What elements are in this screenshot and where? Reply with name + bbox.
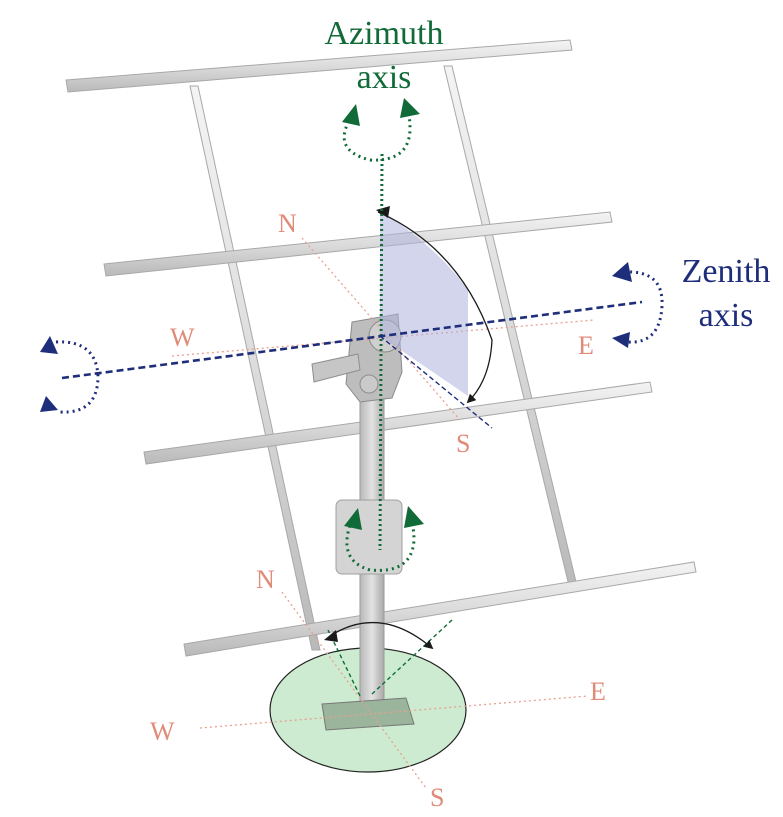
motor-box bbox=[335, 499, 403, 575]
left-strut bbox=[189, 85, 321, 651]
zenith-angle-wedge bbox=[376, 206, 493, 429]
ground-compass-lines bbox=[199, 591, 589, 789]
azimuth-rotation-bottom-icon bbox=[344, 506, 424, 572]
upper-south-label: S bbox=[456, 429, 470, 458]
upper-west-label: W bbox=[170, 323, 195, 352]
ground-azimuth-arc bbox=[329, 621, 434, 650]
azimuth-axis-subtitle: axis bbox=[357, 59, 412, 96]
ground-north-label: N bbox=[256, 565, 275, 594]
rail-1 bbox=[65, 39, 573, 93]
base-plate bbox=[321, 697, 415, 731]
zenith-axis-subtitle: axis bbox=[699, 297, 754, 334]
ground-west-label: W bbox=[150, 717, 175, 746]
zenith-rotation-left-icon bbox=[40, 336, 100, 414]
azimuth-rotation-top-icon bbox=[342, 98, 420, 162]
zenith-angle-arc bbox=[377, 211, 493, 404]
upper-north-label: N bbox=[278, 209, 297, 238]
pivot-arm bbox=[311, 353, 361, 383]
ground-south-label: S bbox=[430, 783, 444, 812]
rail-2 bbox=[103, 211, 613, 277]
zenith-axis-line bbox=[61, 300, 643, 380]
azimuth-axis-title: Azimuth bbox=[325, 15, 444, 52]
ground-azimuth-angle bbox=[324, 619, 453, 697]
azimuth-axis-line bbox=[378, 153, 384, 551]
zenith-axis-title: Zenith bbox=[682, 253, 771, 290]
tracker-post bbox=[311, 313, 415, 731]
zenith-rotation-right-icon bbox=[612, 262, 664, 348]
upper-east-label: E bbox=[578, 331, 594, 360]
rail-3 bbox=[143, 381, 653, 465]
ground-east-label: E bbox=[590, 677, 606, 706]
